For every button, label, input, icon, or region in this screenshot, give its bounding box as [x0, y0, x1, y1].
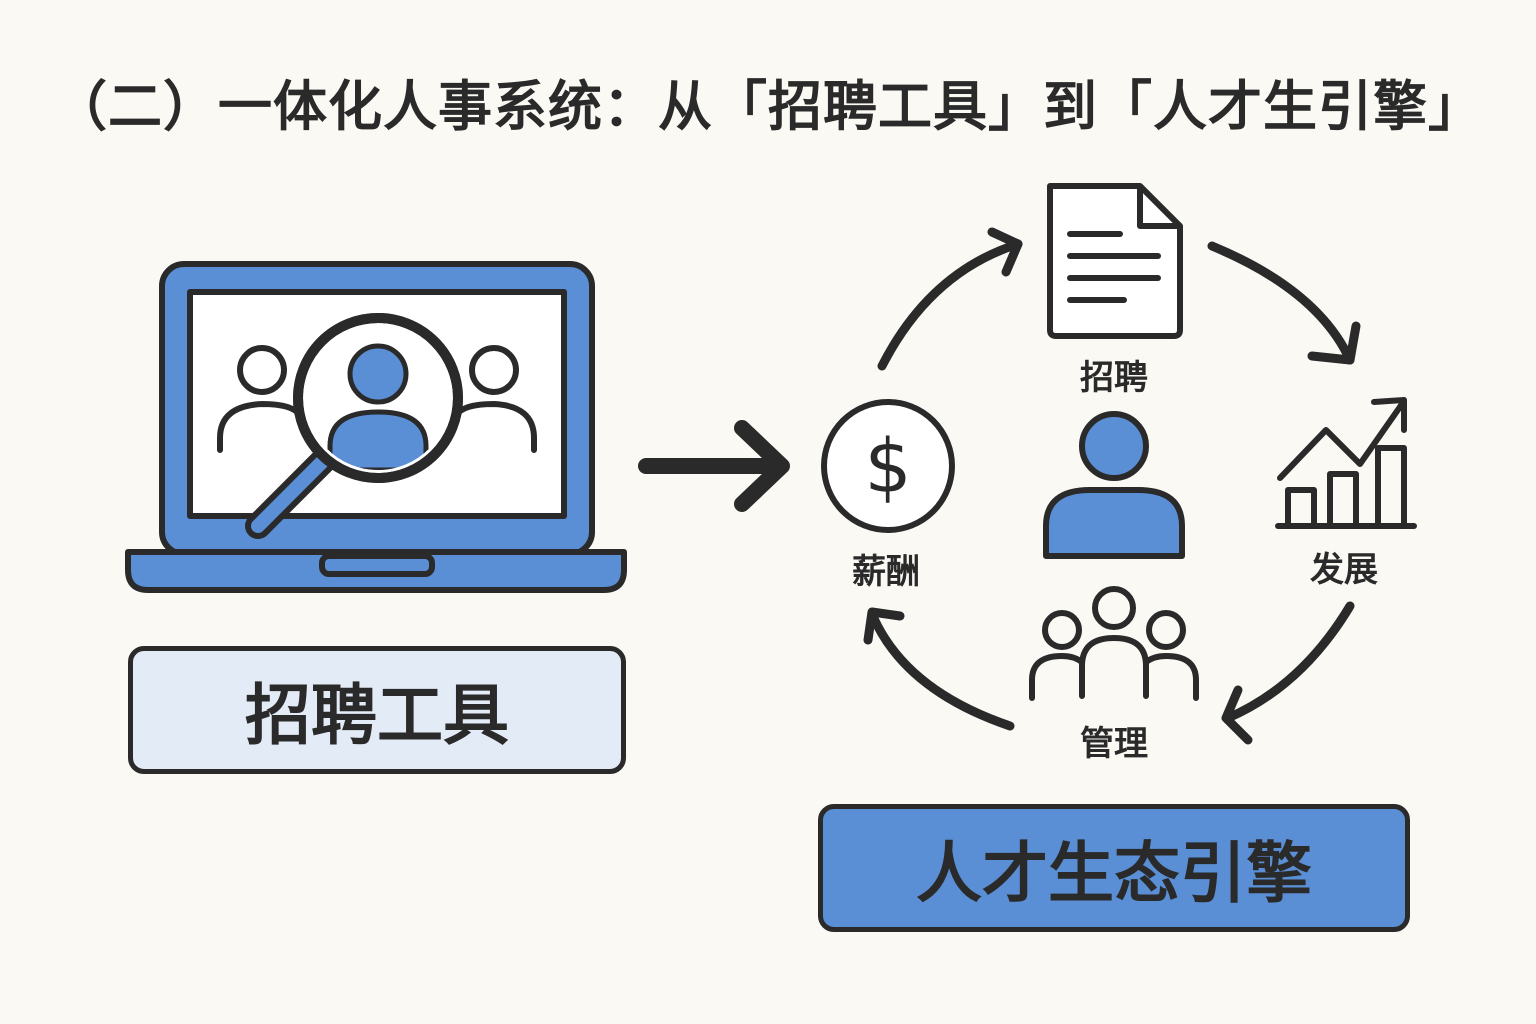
- cycle-arrows: [863, 227, 1361, 745]
- magnifier-icon: [245, 313, 463, 539]
- cycle-arrow-recruit-to-develop: [1207, 241, 1355, 365]
- cycle-label-develop: 发展: [1310, 550, 1378, 590]
- recruitment-tool-box: 招聘工具: [128, 646, 626, 774]
- talent-engine-box: 人才生态引擎: [818, 804, 1410, 932]
- dollar-coin-icon: $: [821, 399, 955, 533]
- document-icon: [1047, 183, 1183, 339]
- cycle-arrow-develop-to-manage: [1223, 601, 1355, 723]
- laptop-search-icon: [125, 261, 627, 593]
- growth-chart-icon: [1275, 397, 1417, 529]
- candidate-left-icon: [217, 345, 303, 453]
- laptop-notch: [319, 553, 435, 577]
- cycle-arrow-salary-to-recruit: [877, 239, 1023, 371]
- page-title: （二）一体化人事系统：从「招聘工具」到「人才生引擎」: [53, 75, 1483, 138]
- team-icon: [1029, 586, 1199, 701]
- cycle-label-manage: 管理: [1080, 724, 1148, 764]
- svg-text:$: $: [864, 424, 911, 510]
- cycle-arrow-manage-to-salary: [867, 609, 1015, 731]
- candidate-right-icon: [453, 345, 537, 453]
- cycle-label-recruit: 招聘: [1080, 358, 1148, 398]
- person-icon: [1043, 411, 1185, 559]
- transition-arrow: [638, 420, 790, 512]
- cycle-label-salary: 薪酬: [852, 552, 920, 592]
